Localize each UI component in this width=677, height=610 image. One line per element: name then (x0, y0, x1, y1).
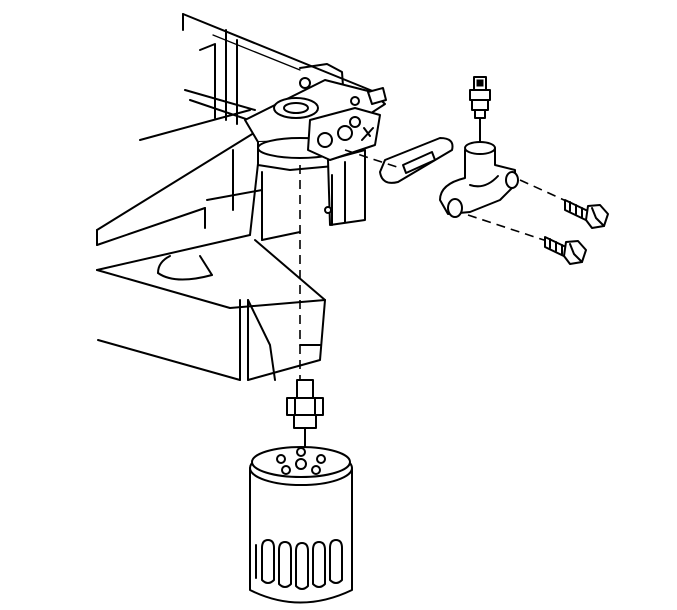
oil-pressure-sensor (469, 76, 491, 143)
filter-adapter-housing (244, 77, 387, 226)
sensor-tee-fitting (439, 141, 519, 218)
connector-fitting (286, 379, 324, 456)
oil-filter (249, 446, 353, 604)
bolt-lower (544, 236, 587, 265)
adapter-gasket (379, 137, 454, 184)
bolt-upper (564, 199, 609, 229)
